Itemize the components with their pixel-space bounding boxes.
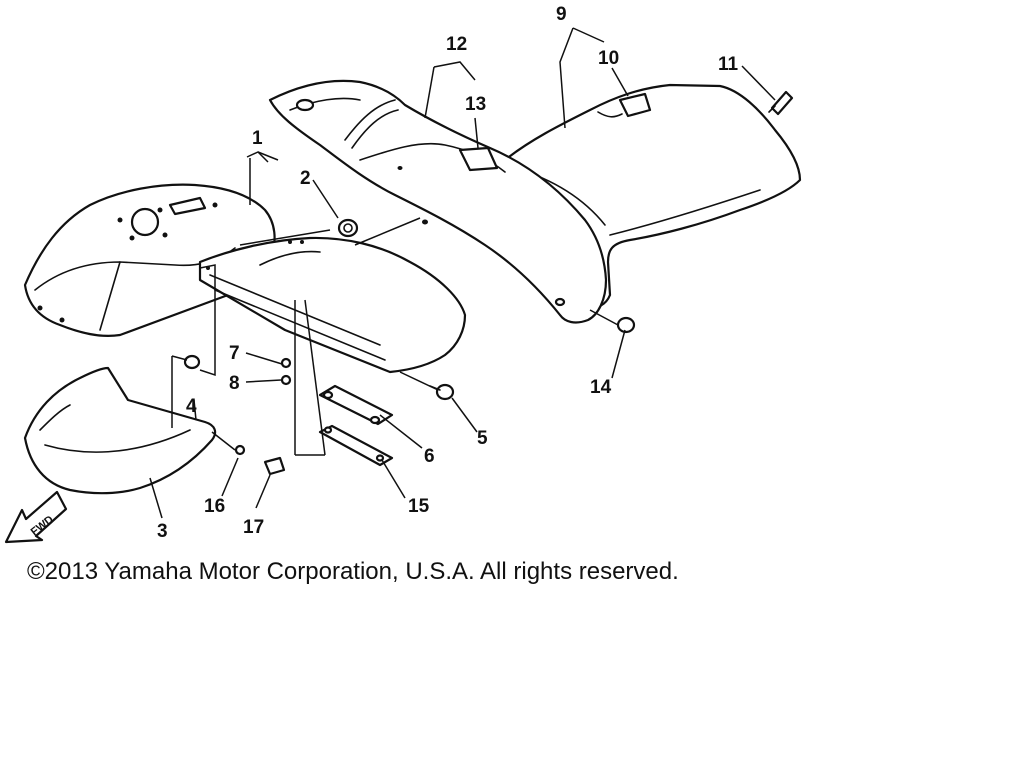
callout-17: 17 (243, 517, 264, 538)
copyright-notice: ©2013 Yamaha Motor Corporation, U.S.A. A… (27, 558, 679, 585)
callout-15: 15 (408, 496, 430, 517)
front-cover-part (23, 183, 276, 337)
callout-13: 13 (465, 94, 486, 115)
callout-1: 1 (252, 128, 263, 149)
callout-4: 4 (186, 396, 197, 417)
fasteners (183, 90, 794, 476)
callout-3: 3 (157, 521, 168, 542)
callout-10: 10 (598, 48, 619, 69)
tail-cover-part (268, 79, 608, 324)
callout-5: 5 (477, 428, 488, 449)
callout-16: 16 (204, 496, 225, 517)
fwd-arrow: FWD (4, 490, 68, 544)
inner-panel-part (198, 236, 467, 374)
callout-9: 9 (556, 4, 567, 25)
callout-7: 7 (229, 343, 240, 364)
bracket-part (318, 384, 394, 467)
lower-spoiler-part (23, 366, 217, 495)
callout-2: 2 (300, 168, 311, 189)
callout-12: 12 (446, 34, 467, 55)
callout-labels: 1 2 3 4 5 6 7 8 9 10 11 12 13 14 15 16 1… (157, 4, 739, 542)
leader-lines (149, 27, 776, 519)
callout-8: 8 (229, 373, 240, 394)
callout-11: 11 (718, 54, 739, 75)
callout-6: 6 (424, 446, 435, 467)
callout-14: 14 (590, 377, 612, 398)
